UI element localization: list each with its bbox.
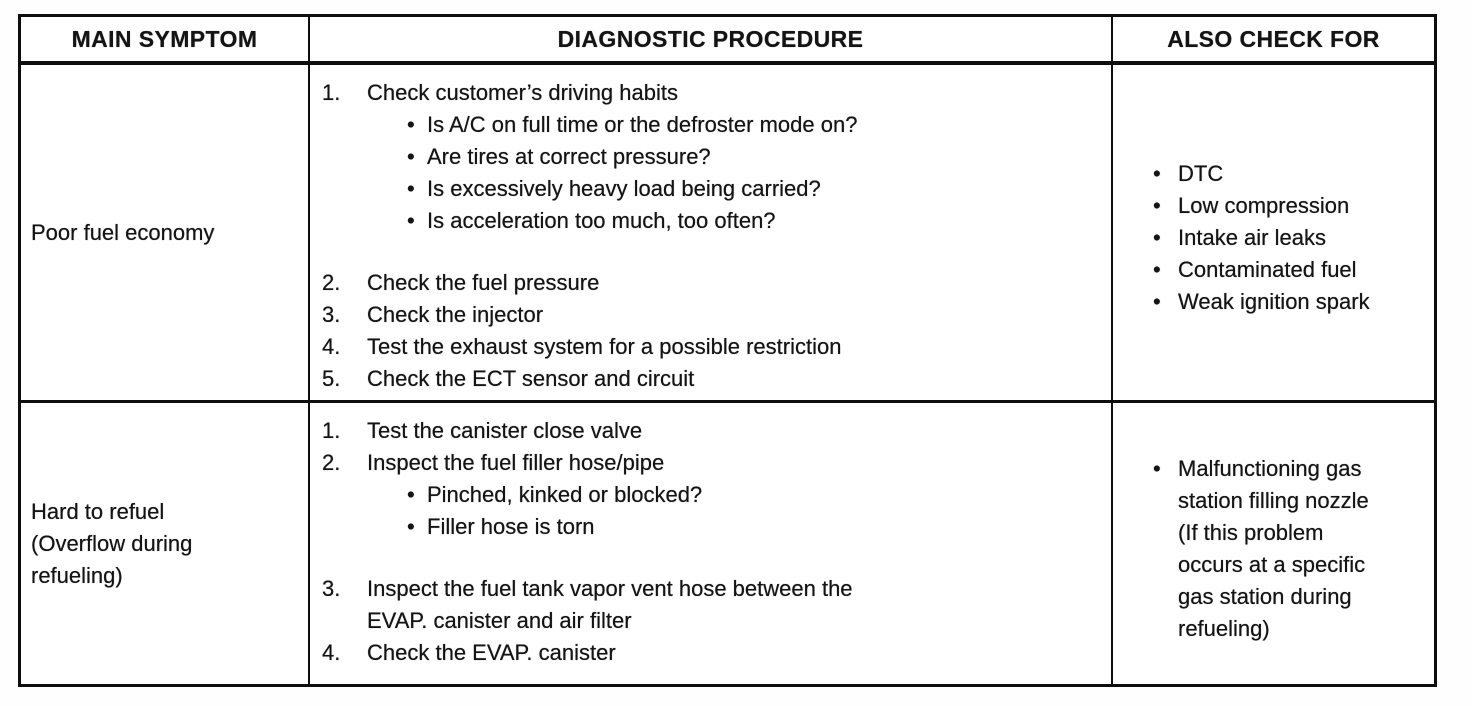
column-header-main-symptom: MAIN SYMPTOM <box>71 25 258 52</box>
table-body: Poor fuel economy 1. Check customer’s driv… <box>21 65 1434 684</box>
also-check-item-text: Contaminated fuel <box>1178 256 1357 282</box>
procedure-sub-bullet-text: Are tires at correct pressure? <box>427 144 711 169</box>
procedure-sub-bullet-text: Is excessively heavy load being carried? <box>427 176 821 201</box>
procedure-item-number: 4. <box>322 334 341 359</box>
procedure-item-number: 4. <box>322 640 341 665</box>
procedure-cell: 1. Test the canister close valve 2. Inspect… <box>308 403 1113 684</box>
procedure-item: 5. Check the ECT sensor and circuit <box>322 363 1097 395</box>
procedure-item-text: Check the EVAP. canister <box>367 640 616 665</box>
procedure-item-number: 5. <box>322 366 341 391</box>
diagnostic-table: MAIN SYMPTOM DIAGNOSTIC PROCEDURE ALSO C… <box>18 14 1437 687</box>
also-check-list: • Malfunctioning gas station filling nozz… <box>1113 453 1428 645</box>
bullet-icon: • <box>407 144 415 169</box>
also-check-item-text: Low compression <box>1178 192 1350 218</box>
bullet-icon: • <box>1153 288 1161 314</box>
procedure-item: 4. Check the EVAP. canister <box>322 637 1097 669</box>
procedure-item-text: Inspect the fuel tank vapor vent hose be… <box>367 576 853 633</box>
also-check-list: • DTC • Low compression • Intake air leaks • Co… <box>1113 158 1428 318</box>
bullet-icon: • <box>1153 160 1161 186</box>
procedure-item-text: Check customer’s driving habits <box>367 80 678 105</box>
column-header-diagnostic-procedure: DIAGNOSTIC PROCEDURE <box>308 17 1113 61</box>
bullet-icon: • <box>407 482 415 507</box>
procedure-item-text: Inspect the fuel filler hose/pipe <box>367 450 665 475</box>
procedure-item-text: Test the exhaust system for a possible r… <box>367 334 842 359</box>
bullet-icon: • <box>1153 256 1161 282</box>
symptom-cell: Poor fuel economy <box>21 65 308 400</box>
procedure-item-number: 2. <box>322 450 341 475</box>
procedure-sub-bullet: • Filler hose is torn <box>407 511 1097 543</box>
symptom-cell: Hard to refuel (Overflow during refuelin… <box>21 403 308 684</box>
procedure-sub-bullet: • Pinched, kinked or blocked? <box>407 479 1097 511</box>
column-header-also-check-for: ALSO CHECK FOR <box>1167 25 1380 52</box>
procedure-item-number: 3. <box>322 576 341 601</box>
bullet-icon: • <box>407 208 415 233</box>
procedure-item: 4. Test the exhaust system for a possible… <box>322 331 1097 363</box>
bullet-icon: • <box>1153 192 1161 218</box>
also-check-item: • Contaminated fuel <box>1113 254 1428 286</box>
also-check-cell: • Malfunctioning gas station filling nozz… <box>1113 403 1434 684</box>
also-check-item-text: Weak ignition spark <box>1178 288 1370 314</box>
procedure-item-number: 2. <box>322 270 341 295</box>
procedure-sub-bullet-text: Is A/C on full time or the defroster mod… <box>427 112 858 137</box>
procedure-item: 3. Check the injector <box>322 299 1097 331</box>
procedure-item-number: 1. <box>322 418 341 443</box>
procedure-item-text: Check the ECT sensor and circuit <box>367 366 695 391</box>
also-check-item: • DTC <box>1113 158 1428 190</box>
procedure-item: 1. Test the canister close valve <box>322 415 1097 447</box>
bullet-icon: • <box>1153 224 1161 250</box>
procedure-item-text: Check the fuel pressure <box>367 270 600 295</box>
also-check-item: • Intake air leaks <box>1113 222 1428 254</box>
also-check-item-text: DTC <box>1178 160 1224 186</box>
table-row: Hard to refuel (Overflow during refuelin… <box>21 403 1434 684</box>
procedure-item: 2. Check the fuel pressure <box>322 267 1097 299</box>
procedure-sub-bullet-text: Pinched, kinked or blocked? <box>427 482 703 507</box>
also-check-cell: • DTC • Low compression • Intake air leaks • Co… <box>1113 65 1434 400</box>
also-check-item-text: Malfunctioning gas station filling nozzl… <box>1178 455 1369 641</box>
also-check-item-text: Intake air leaks <box>1178 224 1326 250</box>
table-row: Poor fuel economy 1. Check customer’s driv… <box>21 65 1434 403</box>
bullet-icon: • <box>407 176 415 201</box>
procedure-cell: 1. Check customer’s driving habits • Is A/C… <box>308 65 1113 400</box>
bullet-icon: • <box>407 112 415 137</box>
bullet-icon: • <box>1153 455 1161 481</box>
procedure-item: 2. Inspect the fuel filler hose/pipe <box>322 447 1097 479</box>
bullet-icon: • <box>407 514 415 539</box>
procedure-item-text: Check the injector <box>367 302 544 327</box>
procedure-item-number: 1. <box>322 80 341 105</box>
procedure-item: 1. Check customer’s driving habits <box>322 77 1097 109</box>
also-check-item: • Malfunctioning gas station filling nozz… <box>1113 453 1428 645</box>
table-header-row: MAIN SYMPTOM DIAGNOSTIC PROCEDURE ALSO C… <box>21 17 1434 65</box>
procedure-sub-bullet: • Is acceleration too much, too often? <box>407 205 1097 237</box>
also-check-item: • Low compression <box>1113 190 1428 222</box>
procedure-sub-bullet: • Is excessively heavy load being carried… <box>407 173 1097 205</box>
symptom-text: Hard to refuel (Overflow during refuelin… <box>31 498 193 588</box>
procedure-item-text: Test the canister close valve <box>367 418 643 443</box>
procedure-sub-bullet: • Are tires at correct pressure? <box>407 141 1097 173</box>
procedure-sub-bullet: • Is A/C on full time or the defroster mo… <box>407 109 1097 141</box>
procedure-item: 3. Inspect the fuel tank vapor vent hose … <box>322 573 1097 637</box>
procedure-sub-bullet-text: Is acceleration too much, too often? <box>427 208 776 233</box>
procedure-sub-bullet-text: Filler hose is torn <box>427 514 595 539</box>
procedure-item-number: 3. <box>322 302 341 327</box>
also-check-item: • Weak ignition spark <box>1113 286 1428 318</box>
symptom-text: Poor fuel economy <box>31 219 215 245</box>
